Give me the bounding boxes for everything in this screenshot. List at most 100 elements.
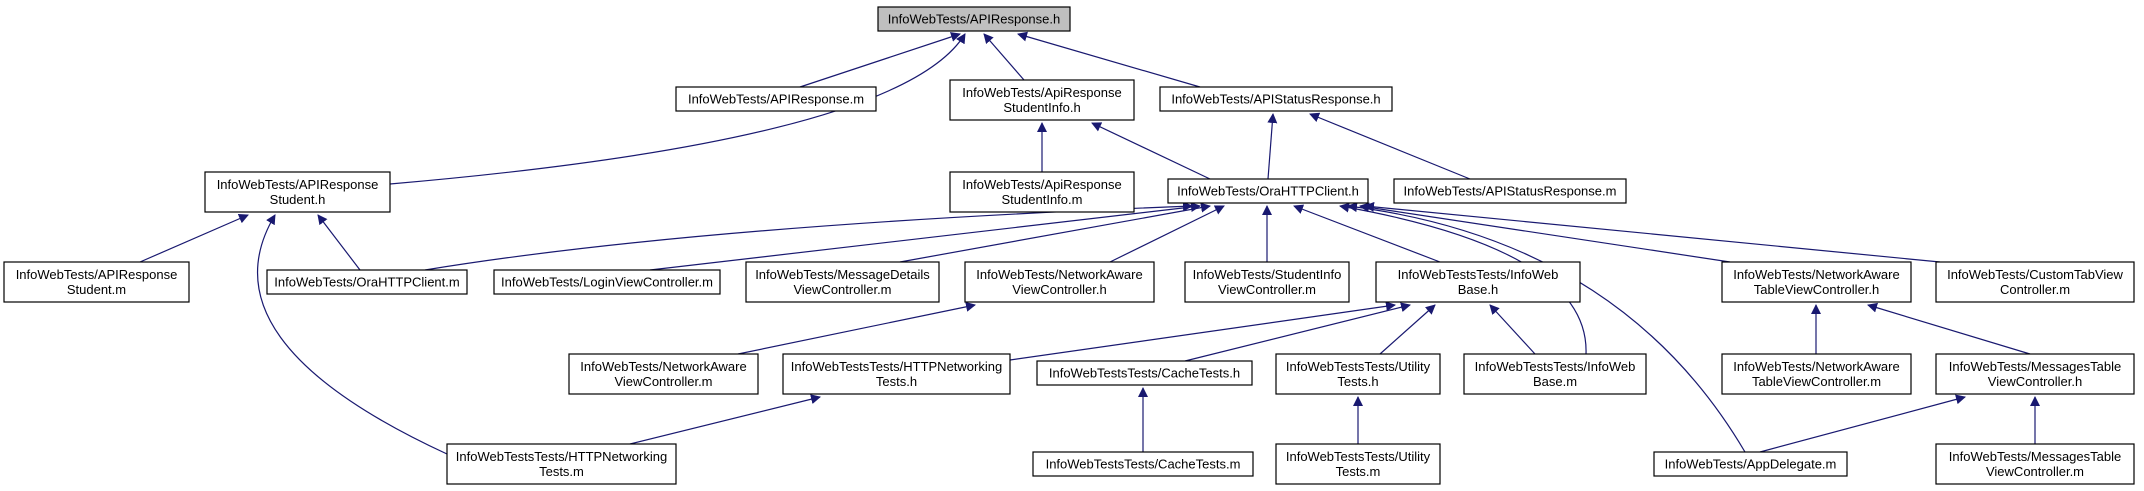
- node-box: [964, 261, 1155, 303]
- dependency-edge: [1091, 122, 1211, 180]
- node-label: InfoWebTests/ApiResponse: [962, 177, 1121, 192]
- node-label: InfoWebTests/APIResponse: [217, 177, 379, 192]
- node-label: InfoWebTests/MessagesTable: [1949, 449, 2121, 464]
- node-label: InfoWebTests/NetworkAware: [976, 267, 1142, 282]
- node-label: ViewController.m: [614, 374, 712, 389]
- node-label: InfoWebTests/ApiResponse: [962, 85, 1121, 100]
- node-label: InfoWebTests/APIResponse.h: [888, 12, 1060, 27]
- node-box: [745, 261, 940, 303]
- dependency-edge: [899, 202, 1211, 263]
- graph-node[interactable]: InfoWebTests/NetworkAwareViewController.…: [568, 353, 759, 395]
- graph-node[interactable]: InfoWebTests/APIResponse.m: [675, 86, 877, 112]
- dependency-edge: [1109, 205, 1225, 263]
- graph-node[interactable]: InfoWebTests/APIStatusResponse.m: [1393, 178, 1627, 204]
- graph-node[interactable]: InfoWebTests/NetworkAwareViewController.…: [964, 261, 1155, 303]
- node-label: InfoWebTests/NetworkAware: [1733, 359, 1899, 374]
- node-label: TableViewController.m: [1752, 374, 1881, 389]
- dependency-edge: [983, 33, 1025, 81]
- node-box: [1721, 353, 1912, 395]
- node-label: InfoWebTests/OraHTTPClient.h: [1177, 184, 1359, 199]
- dependency-edge: [799, 32, 961, 88]
- graph-node[interactable]: InfoWebTestsTests/CacheTests.m: [1032, 451, 1254, 477]
- dependency-edge: [1759, 394, 1966, 453]
- graph-node[interactable]: InfoWebTests/NetworkAwareTableViewContro…: [1721, 261, 1912, 303]
- node-label: InfoWebTestsTests/CacheTests.h: [1049, 366, 1240, 381]
- node-label: StudentInfo.m: [1002, 192, 1083, 207]
- node-label: InfoWebTests/APIResponse: [16, 267, 178, 282]
- graph-node[interactable]: InfoWebTests/LoginViewController.m: [493, 269, 721, 295]
- node-label: ViewController.h: [1012, 282, 1106, 297]
- node-label: Tests.m: [1336, 464, 1381, 479]
- node-label: InfoWebTests/OraHTTPClient.m: [274, 275, 459, 290]
- graph-node[interactable]: InfoWebTests/OraHTTPClient.h: [1167, 178, 1369, 204]
- node-label: Base.h: [1458, 282, 1498, 297]
- dependency-edge: [1309, 112, 1471, 180]
- node-box: [266, 269, 468, 295]
- dependency-edge: [1489, 304, 1536, 355]
- graph-node[interactable]: InfoWebTests/NetworkAwareTableViewContro…: [1721, 353, 1912, 395]
- graph-node[interactable]: InfoWebTests/APIResponse.h: [877, 6, 1071, 32]
- node-box: [1463, 353, 1647, 395]
- node-label: Tests.m: [539, 464, 584, 479]
- graph-node[interactable]: InfoWebTestsTests/CacheTests.h: [1036, 360, 1253, 386]
- node-label: InfoWebTestsTests/InfoWeb: [1398, 267, 1559, 282]
- node-box: [782, 353, 1011, 395]
- node-box: [1159, 86, 1393, 112]
- dependency-edge: [424, 201, 1193, 271]
- node-label: StudentInfo.h: [1003, 100, 1080, 115]
- node-box: [204, 171, 391, 213]
- node-label: TableViewController.h: [1754, 282, 1880, 297]
- graph-node[interactable]: InfoWebTests/MessageDetailsViewControlle…: [745, 261, 940, 303]
- node-box: [1036, 360, 1253, 386]
- node-box: [493, 269, 721, 295]
- node-box: [1184, 261, 1350, 303]
- node-label: InfoWebTests/CustomTabView: [1947, 267, 2123, 282]
- dependency-edge: [1293, 204, 1441, 263]
- graph-node[interactable]: InfoWebTests/MessagesTableViewController…: [1935, 443, 2135, 485]
- root-node-box: [877, 6, 1071, 32]
- node-label: InfoWebTests/NetworkAware: [1733, 267, 1899, 282]
- node-box: [1721, 261, 1912, 303]
- node-box: [949, 79, 1135, 121]
- dependency-edge: [389, 33, 966, 185]
- node-box: [1275, 443, 1441, 485]
- graph-node[interactable]: InfoWebTests/AppDelegate.m: [1653, 451, 1848, 477]
- node-box: [1935, 443, 2135, 485]
- dependency-edge: [1379, 304, 1436, 355]
- node-label: Tests.h: [876, 374, 917, 389]
- node-label: InfoWebTestsTests/Utility: [1286, 449, 1431, 464]
- dependency-edge: [317, 214, 361, 271]
- node-label: InfoWebTests/MessagesTable: [1949, 359, 2121, 374]
- graph-node[interactable]: InfoWebTests/OraHTTPClient.m: [266, 269, 468, 295]
- graph-node[interactable]: InfoWebTests/APIStatusResponse.h: [1159, 86, 1393, 112]
- node-box: [1167, 178, 1369, 204]
- node-label: Student.h: [270, 192, 326, 207]
- dependency-edge: [649, 202, 1201, 271]
- dependency-edge: [1364, 201, 1941, 263]
- node-label: Base.m: [1533, 374, 1577, 389]
- graph-node[interactable]: InfoWebTests/MessagesTableViewController…: [1935, 353, 2135, 395]
- node-box: [1375, 261, 1581, 303]
- dependency-edge: [1267, 113, 1278, 180]
- node-label: InfoWebTests/APIStatusResponse.h: [1171, 92, 1380, 107]
- node-box: [1393, 178, 1627, 204]
- node-box: [675, 86, 877, 112]
- node-label: ViewController.m: [793, 282, 891, 297]
- node-label: ViewController.h: [1988, 374, 2082, 389]
- node-label: InfoWebTests/AppDelegate.m: [1665, 457, 1837, 472]
- node-label: ViewController.m: [1986, 464, 2084, 479]
- dependency-edge: [737, 301, 976, 355]
- node-label: InfoWebTests/MessageDetails: [755, 267, 930, 282]
